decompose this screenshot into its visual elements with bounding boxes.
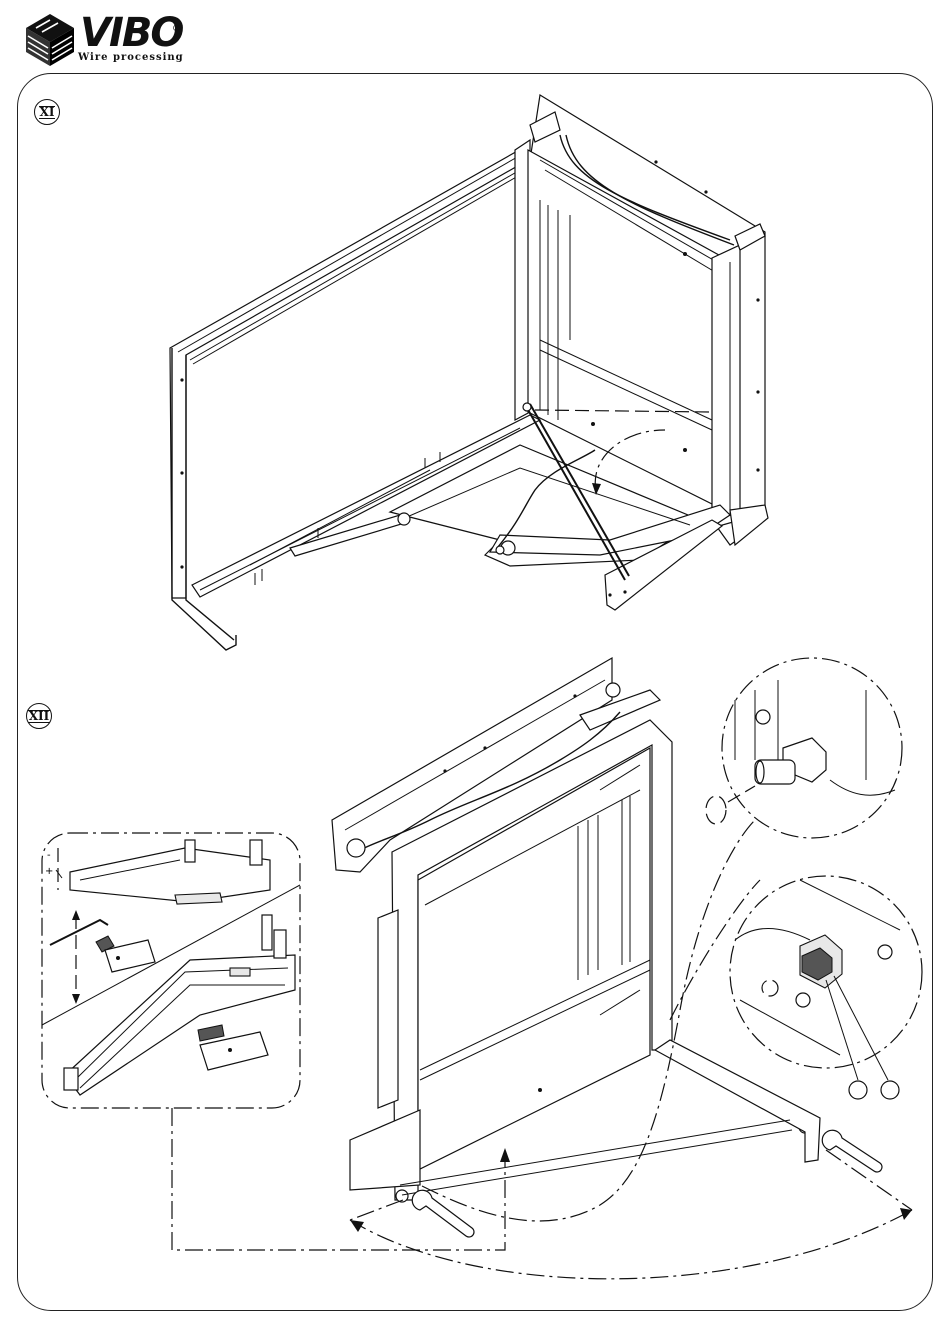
- swing-angle-arc: [350, 1210, 912, 1279]
- detail-bolt-bottom: [730, 876, 922, 1099]
- minus-sign: -: [47, 850, 51, 861]
- callout-circle: [881, 1081, 899, 1099]
- plus-sign: +: [45, 866, 53, 877]
- adjustment-detail-box: [42, 833, 300, 1108]
- callout-circle: [849, 1081, 867, 1099]
- detail-bolt-top: [706, 658, 902, 838]
